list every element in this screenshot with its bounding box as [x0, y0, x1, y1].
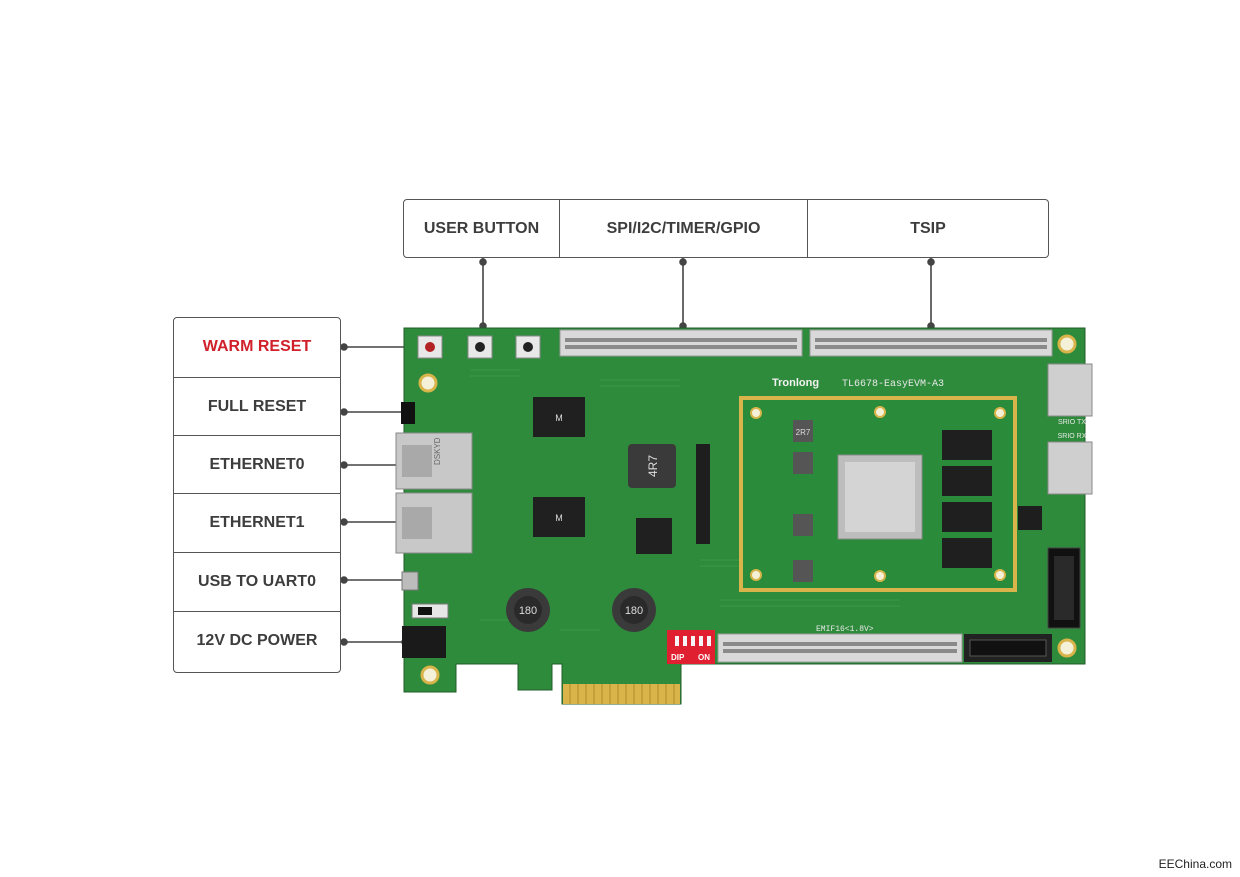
dip-switch: DIP ON	[667, 630, 715, 664]
power-and-uart	[401, 571, 449, 658]
board-branding: Tronlong TL6678-EasyEVM-A3 EMIF16<1.8V>	[772, 377, 944, 634]
svg-text:SRIO RX: SRIO RX	[1058, 433, 1087, 440]
label-ethernet1: ETHERNET1	[174, 493, 340, 552]
phy-chips: M M	[533, 397, 585, 537]
svg-text:DIP: DIP	[671, 653, 685, 662]
label-usb-to-uart0: USB TO UART0	[174, 552, 340, 611]
svg-text:M: M	[555, 413, 563, 423]
watermark: EEChina.com	[1158, 857, 1232, 871]
top-headers	[559, 329, 1053, 663]
core-module: 2R7	[739, 396, 1017, 592]
label-tsip: TSIP	[807, 200, 1048, 257]
svg-text:ON: ON	[698, 653, 710, 662]
label-ethernet0: ETHERNET0	[174, 435, 340, 494]
svg-text:180: 180	[625, 605, 643, 617]
power-inductors: 4R7 180 180	[506, 444, 710, 632]
svg-text:M: M	[555, 513, 563, 523]
top-connector-labels: USER BUTTON SPI/I2C/TIMER/GPIO TSIP	[403, 199, 1049, 258]
label-full-reset: FULL RESET	[174, 377, 340, 436]
svg-text:Tronlong: Tronlong	[772, 377, 819, 389]
svg-text:2R7: 2R7	[796, 428, 811, 437]
svg-text:SRIO TX: SRIO TX	[1058, 419, 1086, 426]
svg-text:EMIF16<1.8V>: EMIF16<1.8V>	[816, 625, 874, 634]
svg-text:4R7: 4R7	[646, 455, 660, 477]
left-connector-labels: WARM RESET FULL RESET ETHERNET0 ETHERNET…	[173, 317, 341, 673]
buttons	[401, 335, 541, 424]
svg-text:DSKYD: DSKYD	[433, 437, 442, 465]
label-user-button: USER BUTTON	[423, 219, 540, 237]
label-spi-i2c-timer-gpio: SPI/I2C/TIMER/GPIO	[559, 200, 807, 257]
srio-connectors: SRIO TX SRIO RX	[1018, 363, 1093, 629]
rj45-jacks: DSKYD	[395, 432, 473, 554]
svg-text:TL6678-EasyEVM-A3: TL6678-EasyEVM-A3	[842, 379, 944, 390]
svg-text:180: 180	[519, 605, 537, 617]
label-warm-reset: WARM RESET	[202, 338, 312, 355]
label-12v-dc-power: 12V DC POWER	[174, 611, 340, 670]
